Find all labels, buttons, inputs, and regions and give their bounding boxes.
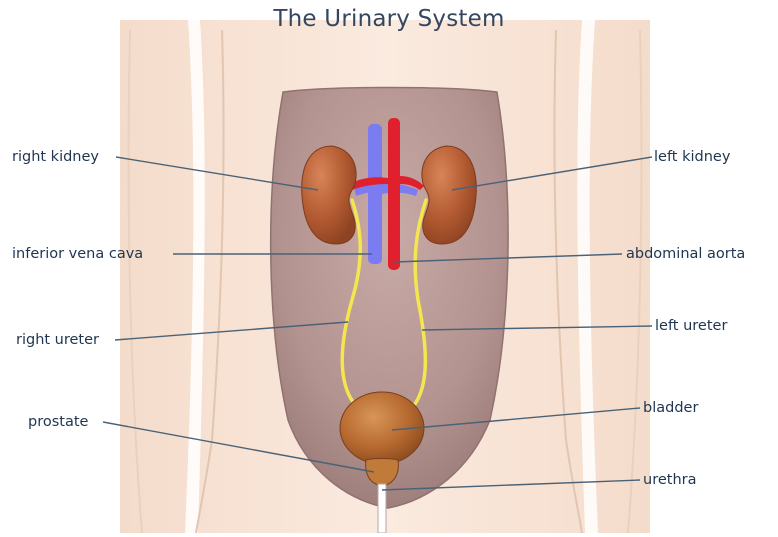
- label-right-kidney: right kidney: [12, 148, 99, 166]
- label-urethra: urethra: [643, 471, 696, 489]
- label-left-ureter: left ureter: [655, 317, 727, 335]
- label-prostate: prostate: [28, 413, 88, 431]
- label-right-ureter: right ureter: [16, 331, 99, 349]
- label-left-kidney: left kidney: [654, 148, 730, 166]
- label-bladder: bladder: [643, 399, 698, 417]
- label-inferior-vena-cava: inferior vena cava: [12, 245, 143, 263]
- diagram-title: The Urinary System: [0, 6, 778, 32]
- urethra-tube: [378, 484, 386, 533]
- label-abdominal-aorta: abdominal aorta: [626, 245, 745, 263]
